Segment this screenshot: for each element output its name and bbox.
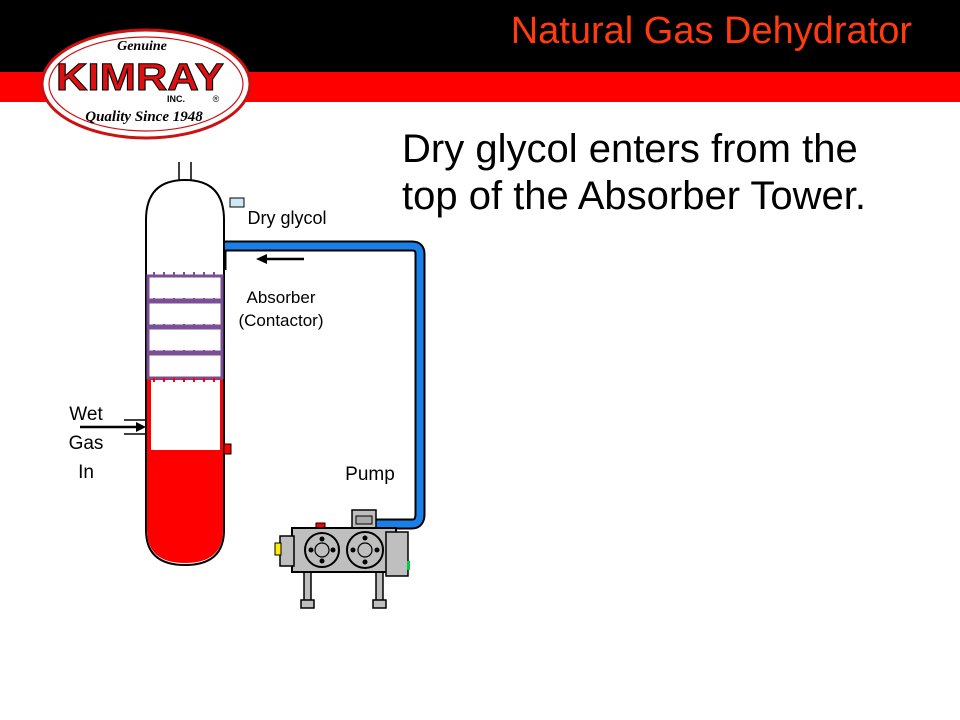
lower-chamber-left-edge — [147, 376, 151, 450]
pump-label: Pump — [345, 464, 395, 485]
wet-gas-label-line-1: Wet — [69, 404, 103, 425]
wet-gas-label-line-2: Gas — [68, 433, 104, 454]
absorber-label-line-1: Absorber — [246, 288, 316, 307]
dry-glycol-label: Dry glycol — [247, 208, 327, 228]
kimray-logo: Genuine KIMRAY INC. ® Quality Since 1948 — [40, 28, 252, 140]
tray-3 — [146, 326, 224, 354]
glycol-level-indicator — [229, 197, 245, 208]
wet-gas-label-line-3: In — [78, 462, 94, 483]
lower-chamber-right-edge — [220, 376, 223, 450]
wet-gas-in-label: Wet Gas In — [58, 400, 114, 487]
logo-inc-text: INC. — [167, 94, 185, 104]
tower-liquid-level — [147, 450, 223, 563]
absorber-label: Absorber (Contactor) — [218, 286, 344, 332]
glycol-flow-arrowhead — [256, 254, 267, 264]
glycol-pump — [274, 509, 410, 609]
subtitle-line-1: Dry glycol enters from the — [402, 127, 858, 171]
wet-gas-arrowhead — [136, 422, 146, 432]
absorber-label-line-2: (Contactor) — [238, 311, 324, 330]
contactor-trays — [146, 272, 224, 382]
tray-2 — [146, 300, 224, 328]
logo-genuine-text: Genuine — [117, 39, 167, 54]
tray-4 — [146, 352, 224, 380]
slide-subtitle: Dry glycol enters from the top of the Ab… — [402, 126, 942, 220]
logo-brand-text: KIMRAY — [56, 57, 224, 99]
logo-registered-mark: ® — [213, 94, 220, 104]
subtitle-line-2: top of the Absorber Tower. — [402, 174, 867, 218]
logo-tagline-text: Quality Since 1948 — [85, 109, 203, 125]
tower-side-nozzle — [223, 443, 232, 455]
slide-title: Natural Gas Dehydrator — [510, 10, 912, 52]
tray-1 — [146, 274, 224, 302]
